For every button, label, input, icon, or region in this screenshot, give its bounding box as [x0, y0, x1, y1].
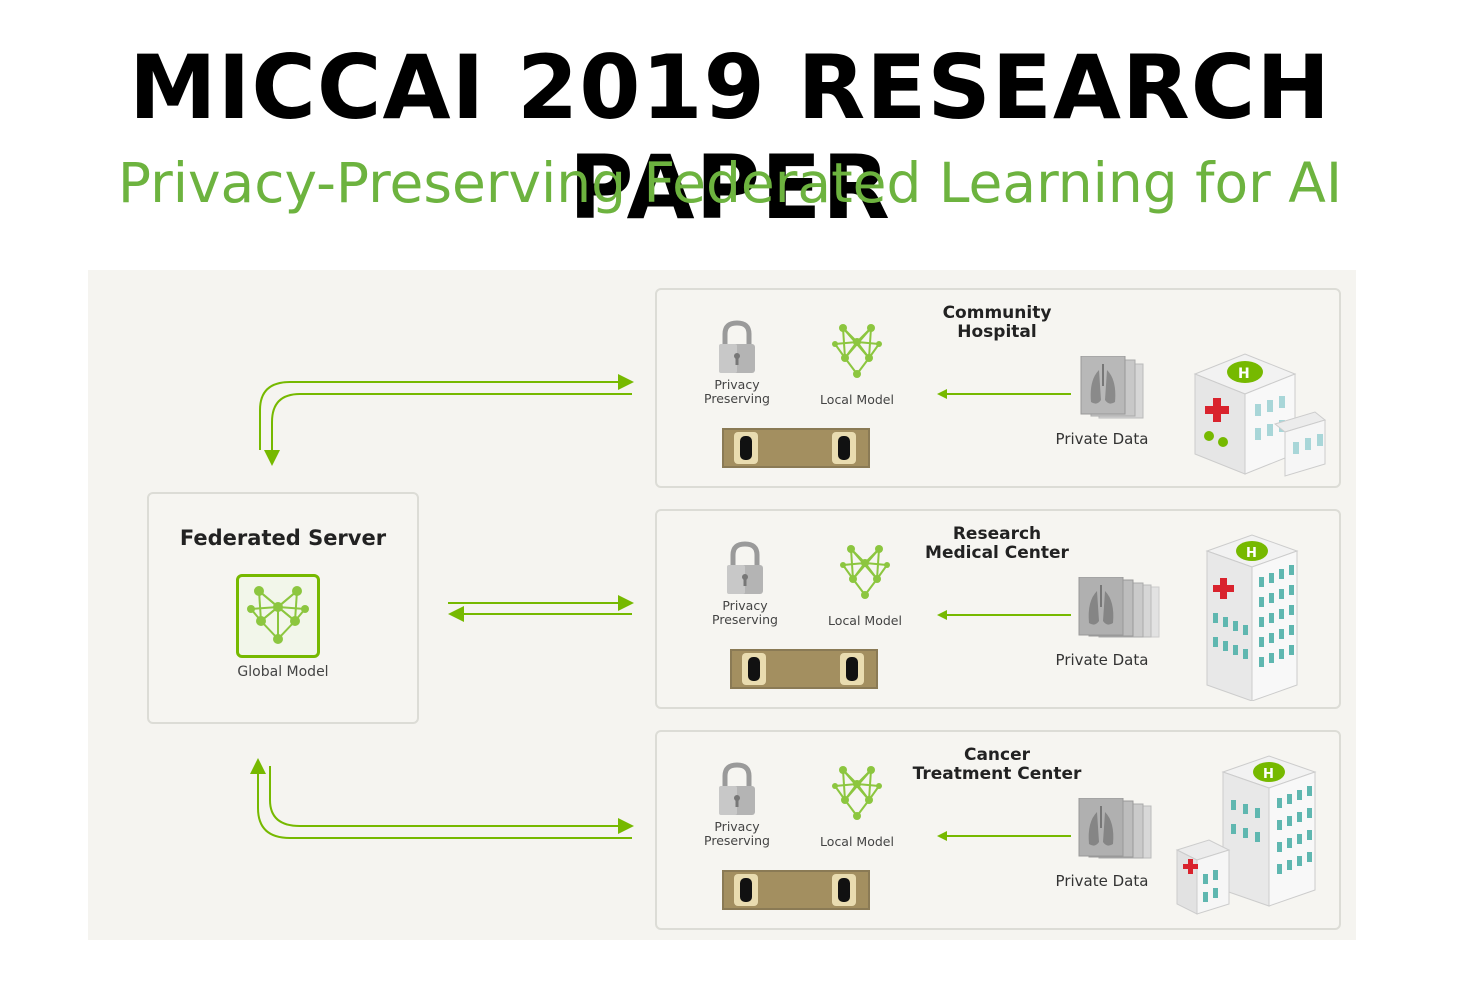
privacy-label: Privacy Preserving: [687, 378, 787, 406]
privacy-label-line2: Preserving: [712, 612, 778, 627]
privacy-label: Privacy Preserving: [695, 599, 795, 627]
svg-text:H: H: [1238, 366, 1250, 382]
svg-text:H: H: [1246, 546, 1257, 561]
privacy-label-line1: Privacy: [714, 377, 760, 392]
hospital-building-icon: H: [1175, 324, 1335, 484]
page-subtitle: Privacy-Preserving Federated Learning fo…: [117, 151, 1343, 215]
site-name: Research Medical Center: [897, 525, 1097, 563]
site-name-line2: Treatment Center: [912, 764, 1082, 784]
privacy-label-line2: Preserving: [704, 391, 770, 406]
global-model-icon: [236, 574, 320, 658]
federated-server-panel: Federated Server Global Model: [147, 492, 419, 724]
site-research-medical-center: Research Medical Center Privacy Preservi…: [655, 509, 1341, 709]
arrow-to-site3: [269, 766, 634, 834]
lock-icon: [715, 320, 759, 376]
local-model-label: Local Model: [828, 613, 902, 628]
site-name: Cancer Treatment Center: [897, 746, 1097, 784]
private-data-label: Private Data: [1055, 872, 1149, 890]
privacy-label: Privacy Preserving: [687, 820, 787, 848]
svg-text:H: H: [1263, 767, 1274, 782]
privacy-label-line1: Privacy: [714, 819, 760, 834]
local-model-label: Local Model: [820, 834, 894, 849]
hospital-building-icon: H: [1173, 746, 1333, 915]
local-model-label: Local Model: [820, 392, 894, 407]
data-to-model-arrow: [937, 607, 1073, 621]
privacy-label-line2: Preserving: [704, 833, 770, 848]
lock-icon: [723, 541, 767, 597]
private-data-icon: [1073, 355, 1163, 426]
private-data-icon: [1073, 576, 1163, 647]
data-to-model-arrow: [937, 828, 1073, 842]
hospital-building-icon: H: [1197, 521, 1357, 702]
site-name: Community Hospital: [897, 304, 1097, 342]
arrow-from-site1: [264, 393, 632, 466]
page-title: MICCAI 2019 RESEARCH PAPER: [129, 36, 1331, 239]
site-name-line1: Cancer: [963, 745, 1031, 765]
site-name-line1: Community: [942, 303, 1052, 323]
site-name-line2: Medical Center: [925, 543, 1069, 563]
private-data-label: Private Data: [1055, 651, 1149, 669]
global-model-label: Global Model: [237, 664, 329, 680]
privacy-label-line1: Privacy: [722, 598, 768, 613]
lock-icon: [715, 762, 759, 818]
data-to-model-arrow: [937, 386, 1073, 400]
private-data-icon: [1073, 797, 1163, 868]
server-hardware-icon: [722, 428, 870, 468]
site-cancer-treatment-center: Cancer Treatment Center Privacy Preservi…: [655, 730, 1341, 930]
server-title: Federated Server: [179, 526, 387, 550]
private-data-label: Private Data: [1055, 430, 1149, 448]
server-hardware-icon: [722, 870, 870, 910]
server-hardware-icon: [730, 649, 878, 689]
local-model-icon: [837, 541, 893, 603]
local-model-icon: [829, 762, 885, 824]
local-model-icon: [829, 320, 885, 382]
site-community-hospital: Community Hospital Privacy Preserving: [655, 288, 1341, 488]
site-name-line2: Hospital: [957, 322, 1037, 342]
arrow-to-server-from-site3: [250, 758, 632, 839]
site-name-line1: Research: [952, 524, 1042, 544]
arrow-to-site1: [259, 374, 634, 450]
